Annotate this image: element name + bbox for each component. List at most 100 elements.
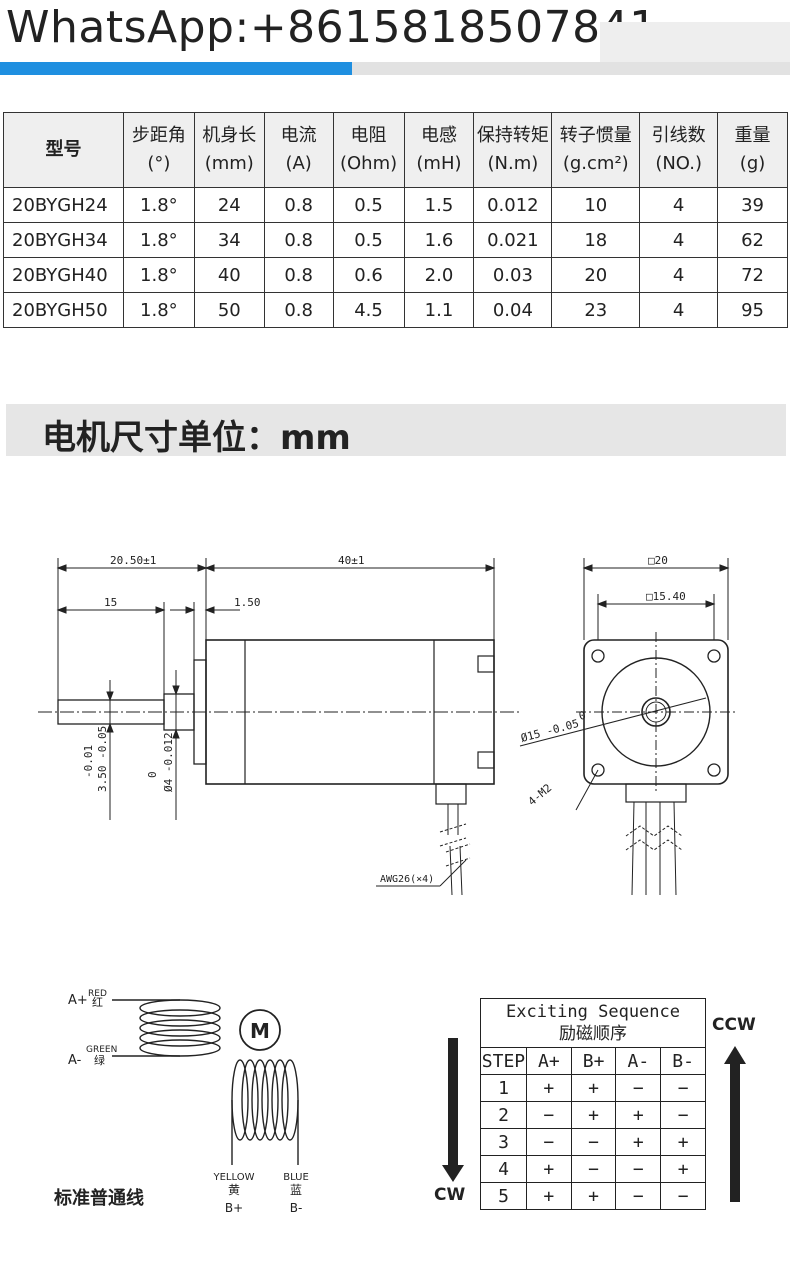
- cell: 34: [193, 222, 265, 258]
- exciting-sequence-table: Exciting Sequence 励磁顺序 STEP A+ B+ A- B- …: [480, 998, 706, 1210]
- dim-flat-tol: -0.01: [82, 745, 95, 778]
- dim-shaft-length: 15: [104, 596, 117, 609]
- cell: 1.8°: [122, 292, 195, 328]
- cell-model: 20BYGH40: [3, 257, 124, 293]
- table-row: 20BYGH24 1.8° 24 0.8 0.5 1.5 0.012 10 4 …: [3, 187, 788, 223]
- cell: 1.8°: [122, 222, 195, 258]
- page-title: WhatsApp:+8615818507841: [6, 2, 658, 53]
- sequence-header-row: STEP A+ B+ A- B-: [480, 1047, 706, 1075]
- cell: −: [660, 1101, 706, 1129]
- label-a-plus-cn: 红: [92, 996, 103, 1009]
- label-b-minus-cn: 蓝: [290, 1183, 302, 1197]
- wiring-diagram: M A+ RED 红 A- GREEN 绿 YELLOW 黄 B+ BLUE 蓝…: [53, 989, 309, 1215]
- col-header-current: 电流(A): [263, 112, 334, 188]
- col-header-lead-count: 引线数(NO.): [639, 112, 719, 188]
- cell: 0.6: [332, 257, 405, 293]
- cell: 1.5: [403, 187, 475, 223]
- cw-label: CW: [434, 1185, 465, 1205]
- label-a-minus-cn: 绿: [94, 1053, 105, 1067]
- label-b-plus-en: YELLOW: [213, 1172, 255, 1183]
- cell: 10: [551, 187, 641, 223]
- cell: 23: [551, 292, 641, 328]
- cell: 1.6: [403, 222, 475, 258]
- coil-b: [231, 1059, 299, 1165]
- cell: +: [570, 1182, 617, 1210]
- cell: 39: [717, 187, 788, 223]
- ccw-label: CCW: [712, 1015, 756, 1035]
- cell: +: [525, 1155, 572, 1183]
- cell: 2.0: [403, 257, 475, 293]
- label-b-plus-cn: 黄: [228, 1183, 240, 1197]
- dim-screws: 4-M2: [526, 781, 555, 808]
- cell: 72: [717, 257, 788, 293]
- dim-shaft-dia: Ø4 -0.012: [162, 732, 175, 792]
- cell: 0.5: [332, 222, 405, 258]
- cell: +: [615, 1128, 662, 1156]
- cell: 0.8: [263, 187, 334, 223]
- cell: 1: [480, 1074, 527, 1102]
- table-row: 20BYGH50 1.8° 50 0.8 4.5 1.1 0.04 23 4 9…: [3, 292, 788, 328]
- coil-a: [112, 999, 221, 1057]
- spec-header-row: 型号 步距角(°) 机身长(mm) 电流(A) 电阻(Ohm) 电感(mH) 保…: [3, 112, 788, 188]
- col-header-holding-torque: 保持转矩(N.m): [473, 112, 553, 188]
- cell: 62: [717, 222, 788, 258]
- cell: 4: [639, 257, 719, 293]
- cell: 50: [193, 292, 265, 328]
- cell: 5: [480, 1182, 527, 1210]
- cell: +: [660, 1155, 706, 1183]
- spec-table: 型号 步距角(°) 机身长(mm) 电流(A) 电阻(Ohm) 电感(mH) 保…: [3, 112, 788, 328]
- col-header-b-minus: B-: [660, 1047, 706, 1075]
- dim-total-length: 20.50±1: [110, 554, 156, 567]
- table-row: 20BYGH34 1.8° 34 0.8 0.5 1.6 0.021 18 4 …: [3, 222, 788, 258]
- dim-boss-tol: 0: [577, 709, 587, 723]
- ccw-arrow-icon: [724, 1046, 746, 1202]
- cell: −: [615, 1074, 662, 1102]
- accent-bar: [0, 62, 352, 75]
- direction-arrows: CW CCW: [434, 1015, 756, 1205]
- wiring-caption: 标准普通线: [53, 1187, 144, 1209]
- col-header-rotor-inertia: 转子惯量(g.cm²): [551, 112, 641, 188]
- cell: −: [615, 1155, 662, 1183]
- dim-shaft-dia-tol: 0: [146, 771, 159, 778]
- cell: 0.03: [473, 257, 553, 293]
- motor-symbol: [239, 1009, 281, 1051]
- sequence-title-en: Exciting Sequence: [506, 1002, 680, 1022]
- dim-hole-spacing: □15.40: [646, 590, 686, 603]
- cell: 0.8: [263, 222, 334, 258]
- header-banner: WhatsApp:+8615818507841: [0, 0, 790, 80]
- table-row: 4 + − − +: [480, 1155, 706, 1183]
- cw-arrow-icon: [442, 1038, 464, 1182]
- cell: 0.04: [473, 292, 553, 328]
- col-header-step-angle: 步距角(°): [122, 112, 195, 188]
- cell-model: 20BYGH50: [3, 292, 124, 328]
- cell: +: [660, 1128, 706, 1156]
- cell: 4: [639, 222, 719, 258]
- cell: −: [615, 1182, 662, 1210]
- cell-model: 20BYGH34: [3, 222, 124, 258]
- dim-boss: Ø15 -0.05: [519, 717, 580, 745]
- col-header-inductance: 电感(mH): [403, 112, 475, 188]
- cell: 0.5: [332, 187, 405, 223]
- label-a-minus: A-: [68, 1053, 82, 1068]
- col-header-a-minus: A-: [615, 1047, 662, 1075]
- cell: 4: [639, 187, 719, 223]
- cell: 1.1: [403, 292, 475, 328]
- col-header-model: 型号: [3, 112, 124, 188]
- motor-label: M: [250, 1019, 270, 1043]
- label-a-plus: A+: [68, 993, 88, 1008]
- sequence-title-cn: 励磁顺序: [559, 1024, 627, 1044]
- front-view: □20 □15.40 0 Ø15 -0.05 4-M2: [519, 554, 736, 896]
- dimension-drawing: 20.50±1 40±1 15 1.50 -0.01 3.50 -0.05 0 …: [38, 554, 736, 896]
- cell: 0.012: [473, 187, 553, 223]
- cell: 40: [193, 257, 265, 293]
- cell: 18: [551, 222, 641, 258]
- cell: 0.8: [263, 257, 334, 293]
- section-header: 电机尺寸单位：mm: [6, 404, 786, 458]
- cell: 24: [193, 187, 265, 223]
- header-blank-panel: [600, 22, 790, 62]
- motor-body: [205, 639, 495, 785]
- label-b-minus-en: BLUE: [283, 1172, 309, 1183]
- dim-flange: 1.50: [234, 596, 261, 609]
- dim-wire: AWG26(×4): [380, 874, 434, 885]
- dim-body-length: 40±1: [338, 554, 365, 567]
